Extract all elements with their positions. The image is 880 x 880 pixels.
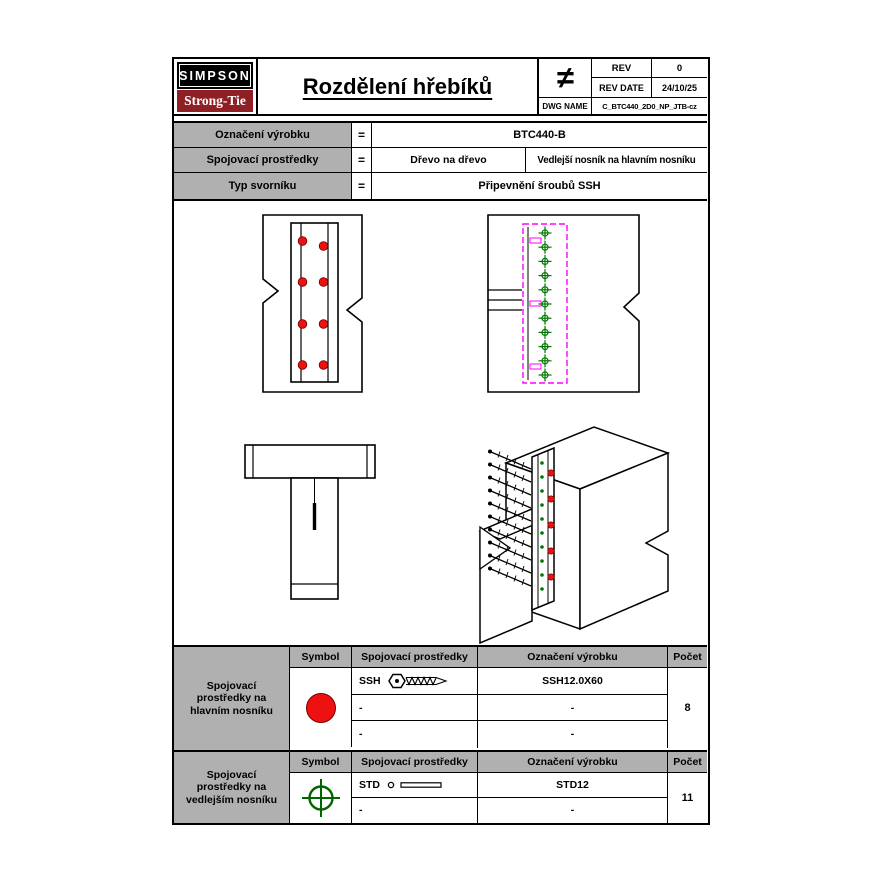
equals-sign: = [352, 148, 372, 173]
fastener-name: SSH [359, 675, 381, 687]
info-value: Vedlejší nosník na hlavním nosníku [526, 148, 707, 173]
dwg-name-label: DWG NAME [537, 98, 592, 114]
fastener-name-cell: SSH [352, 668, 478, 695]
column-header-symbol: Symbol [290, 647, 352, 668]
info-row-bolt-type: Typ svorníku = Připevnění šroubů SSH [174, 173, 707, 199]
column-header-count: Počet [668, 752, 707, 773]
screw-side-profile [312, 503, 317, 530]
product-info-table: Označení výrobku = BTC440-B Spojovací pr… [174, 121, 707, 201]
fastener-name-cell: - [352, 695, 478, 721]
top-view [244, 444, 376, 600]
rev-label: REV [592, 59, 652, 78]
info-value: Připevnění šroubů SSH [478, 180, 601, 192]
symbol-cell [290, 773, 352, 823]
info-label: Typ svorníku [174, 173, 352, 199]
count-cell: 8 [684, 701, 691, 714]
product-cell: STD12 [478, 773, 668, 798]
equals-sign: = [352, 123, 372, 148]
drawing-sheet: SIMPSON Strong-Tie Rozdělení hřebíků ≠ D… [172, 57, 710, 825]
hanger-hidden-outline [522, 223, 568, 384]
dowel-pin-icon [387, 781, 442, 789]
equals-sign: = [352, 173, 372, 199]
simpson-strongtie-logo: SIMPSON Strong-Tie [174, 59, 258, 114]
magenta-ref-tags [529, 237, 542, 370]
side-view [487, 214, 640, 393]
red-circle-symbol [305, 692, 336, 723]
info-value: Dřevo na dřevo [372, 148, 526, 173]
info-row-fasteners: Spojovací prostředky = Dřevo na dřevo Ve… [174, 148, 707, 173]
info-label: Spojovací prostředky [174, 148, 352, 173]
product-cell: SSH12.0X60 [478, 668, 668, 695]
column-header-fastener: Spojovací prostředky [352, 647, 478, 668]
logo-simpson-text: SIMPSON [177, 62, 253, 89]
column-header-symbol: Symbol [290, 752, 352, 773]
column-header-fastener: Spojovací prostředky [352, 752, 478, 773]
column-header-product: Označení výrobku [478, 647, 668, 668]
column-header-product: Označení výrobku [478, 752, 668, 773]
std-dots-iso [540, 461, 544, 591]
logo-strongtie-text: Strong-Tie [177, 90, 253, 112]
title-block: SIMPSON Strong-Tie Rozdělení hřebíků ≠ D… [174, 59, 707, 116]
rev-date-value: 24/10/25 [652, 78, 707, 98]
green-crosshair-symbol [301, 778, 340, 817]
symbol-cell [290, 668, 352, 747]
product-cell: - [478, 798, 668, 823]
technical-drawings [244, 214, 671, 645]
product-cell: - [478, 695, 668, 721]
count-cell: 11 [681, 791, 694, 804]
rev-date-label: REV DATE [592, 78, 652, 98]
column-header-count: Počet [668, 647, 707, 668]
dwg-name-value: C_BTC440_2D0_NP_JTB-cz [602, 101, 697, 111]
product-cell: - [478, 721, 668, 748]
fastener-name: STD [359, 779, 380, 791]
isometric-view [478, 426, 671, 645]
rev-value: 0 [652, 59, 707, 78]
group-label: Spojovací prostředky na vedlejším nosník… [174, 752, 290, 823]
info-row-product: Označení výrobku = BTC440-B [174, 123, 707, 148]
info-value: BTC440-B [372, 123, 707, 148]
front-view [262, 214, 363, 393]
group-label: Spojovací prostředky na hlavním nosníku [174, 647, 290, 750]
break-mark [479, 525, 512, 571]
fastener-name-cell: - [352, 798, 478, 823]
fastener-name-cell: - [352, 721, 478, 748]
sheet-title: Rozdělení hřebíků [302, 73, 493, 99]
fastener-table-main-beam: Spojovací prostředky na hlavním nosníku … [174, 645, 707, 750]
not-equal-symbol: ≠ [537, 59, 592, 98]
sheet-title-cell: Rozdělení hřebíků [258, 59, 537, 114]
ssh-dots-iso [547, 469, 555, 581]
fastener-table-secondary-beam: Spojovací prostředky na vedlejším nosník… [174, 750, 707, 823]
drawing-area [174, 201, 707, 645]
hex-head-screw-icon [387, 673, 448, 689]
fastener-name-cell: STD [352, 773, 478, 798]
info-label: Označení výrobku [174, 123, 352, 148]
